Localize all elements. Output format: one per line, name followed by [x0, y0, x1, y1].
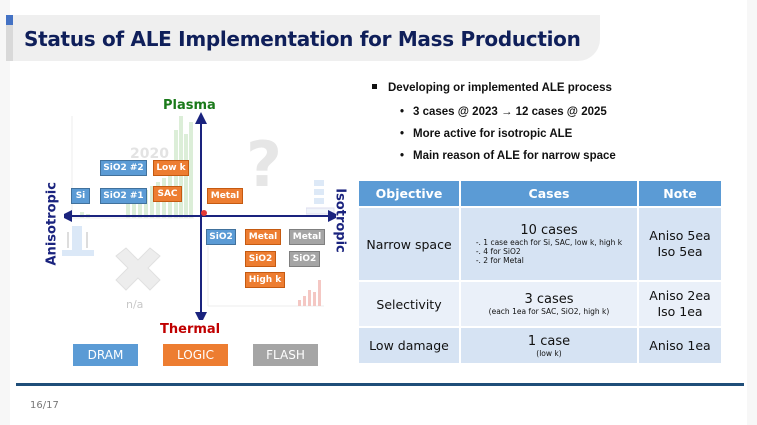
cell-note: Aniso 5ea Iso 5ea [638, 206, 721, 281]
header-note: Note [638, 181, 721, 207]
table-row: Narrow space 10 cases -. 1 case each for… [359, 206, 721, 281]
legend-flash: FLASH [253, 344, 318, 366]
table-row: Selectivity 3 cases (each 1ea for SAC, S… [359, 280, 721, 327]
header-cases: Cases [460, 181, 639, 207]
bullet-sub: •3 cases @ 2023 → 12 cases @ 2025 [400, 106, 607, 118]
box-sio2-1-dram: SiO2 #1 [100, 188, 147, 204]
title-accent-marker [6, 15, 13, 25]
square-bullet-icon [372, 84, 377, 89]
title-bar [6, 15, 600, 61]
legend-logic: LOGIC [163, 344, 228, 366]
cell-cases: 10 cases -. 1 case each for Si, SAC, low… [460, 206, 639, 281]
dot-bullet-icon: • [400, 150, 405, 162]
box-sio2-2-dram: SiO2 #2 [100, 160, 147, 176]
cell-note: Aniso 1ea [638, 326, 721, 363]
objective-table: Objective Cases Note Narrow space 10 cas… [359, 181, 721, 363]
box-metal-logic-thermal: Metal [245, 229, 281, 245]
svg-text:2020: 2020 [130, 146, 169, 162]
ghost-thermal-chart [207, 246, 324, 307]
axis-label-anisotropic: Anisotropic [44, 182, 60, 266]
dot-bullet-icon: • [400, 128, 405, 140]
title-accent [6, 15, 13, 61]
box-sio2-dram-thermal: SiO2 [206, 229, 236, 245]
bullet-sub: •More active for isotropic ALE [400, 128, 573, 140]
dot-bullet-icon: • [400, 106, 405, 118]
cell-note: Aniso 2ea Iso 1ea [638, 280, 721, 327]
box-si-dram: Si [71, 188, 90, 204]
axis-label-thermal: Thermal [160, 322, 221, 337]
cell-objective: Selectivity [359, 280, 461, 327]
axis-label-plasma: Plasma [163, 98, 216, 113]
bullet-sub: •Main reason of ALE for narrow space [400, 150, 616, 162]
box-low-k-logic: Low k [153, 160, 189, 176]
na-label: n/a [126, 298, 144, 311]
axis-label-isotropic: Isotropic [332, 188, 348, 253]
legend-dram: DRAM [73, 344, 138, 366]
cell-cases: 1 case (low k) [460, 326, 639, 363]
table-header-row: Objective Cases Note [359, 181, 721, 207]
cell-cases: 3 cases (each 1ea for SAC, SiO2, high k) [460, 280, 639, 327]
page-title: Status of ALE Implementation for Mass Pr… [24, 27, 581, 51]
box-sio2-logic-thermal: SiO2 [245, 251, 276, 267]
page-number: 16/17 [30, 400, 59, 411]
not-applicable-x-icon [115, 247, 161, 291]
cell-objective: Low damage [359, 326, 461, 363]
anisotropic-profile-icon [62, 226, 94, 256]
box-sio2-flash-thermal: SiO2 [289, 251, 320, 267]
axes [64, 112, 336, 320]
box-sac-logic: SAC [153, 186, 182, 202]
box-high-k-logic-thermal: High k [245, 272, 285, 288]
footer-divider [16, 383, 744, 386]
bullet-main: Developing or implemented ALE process [372, 82, 612, 94]
table-row: Low damage 1 case (low k) Aniso 1ea [359, 326, 721, 363]
box-metal-flash-thermal: Metal [289, 229, 325, 245]
box-metal-logic-plasma-iso: Metal [207, 188, 243, 204]
question-mark-icon: ? [246, 130, 282, 192]
cell-objective: Narrow space [359, 206, 461, 281]
svg-text:?: ? [246, 130, 282, 192]
header-objective: Objective [359, 181, 461, 207]
